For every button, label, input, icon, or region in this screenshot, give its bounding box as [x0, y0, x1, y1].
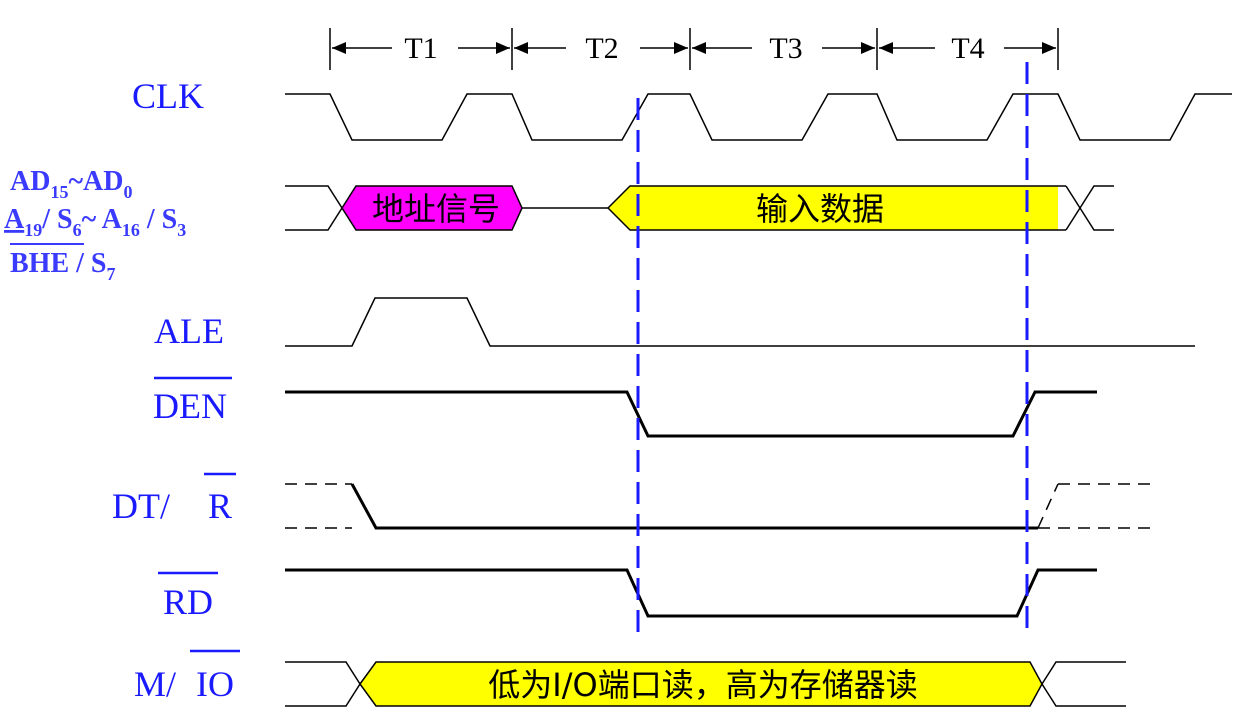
signal-label-clk: CLK [132, 76, 204, 116]
mio-waveform: 低为I/O端口读，高为存储器读 [285, 661, 1126, 707]
signal-label-r: R [208, 486, 232, 526]
period-label-t2: T2 [585, 32, 618, 65]
period-markers: T1 T2 T3 T4 [329, 28, 1059, 70]
signal-label-bhe: BHE / S7 [10, 248, 116, 284]
address-box-label: 地址信号 [372, 190, 500, 228]
rd-waveform [285, 568, 1097, 618]
mio-box-label: 低为I/O端口读，高为存储器读 [488, 666, 917, 704]
period-label-t1: T1 [404, 32, 437, 65]
signal-label-dt: DT/ [112, 486, 170, 526]
signal-label-rd: RD [163, 582, 213, 622]
period-t3-arrow [692, 42, 875, 54]
signal-label-den: DEN [153, 386, 227, 426]
period-t1-arrow [332, 42, 510, 54]
clk-waveform [285, 93, 1232, 141]
ad-bus-waveform: 地址信号 输入数据 [285, 185, 1114, 231]
period-label-t3: T3 [769, 32, 802, 65]
signal-label-ale: ALE [154, 311, 224, 351]
signal-label-io: IO [196, 664, 234, 704]
dtr-waveform [285, 483, 1150, 530]
signal-label-ad-line2: A19/ S6~ A16 / S3 [4, 204, 186, 240]
den-waveform [285, 390, 1097, 438]
signal-label-m: M/ [134, 664, 176, 704]
period-t2-arrow [514, 42, 688, 54]
period-t4-arrow [879, 42, 1056, 54]
signal-label-ad-line1: AD15~AD0 [10, 166, 132, 202]
data-box [608, 186, 1058, 230]
period-label-t4: T4 [951, 32, 984, 65]
ale-waveform [285, 297, 1195, 347]
data-box-label: 输入数据 [756, 190, 884, 228]
